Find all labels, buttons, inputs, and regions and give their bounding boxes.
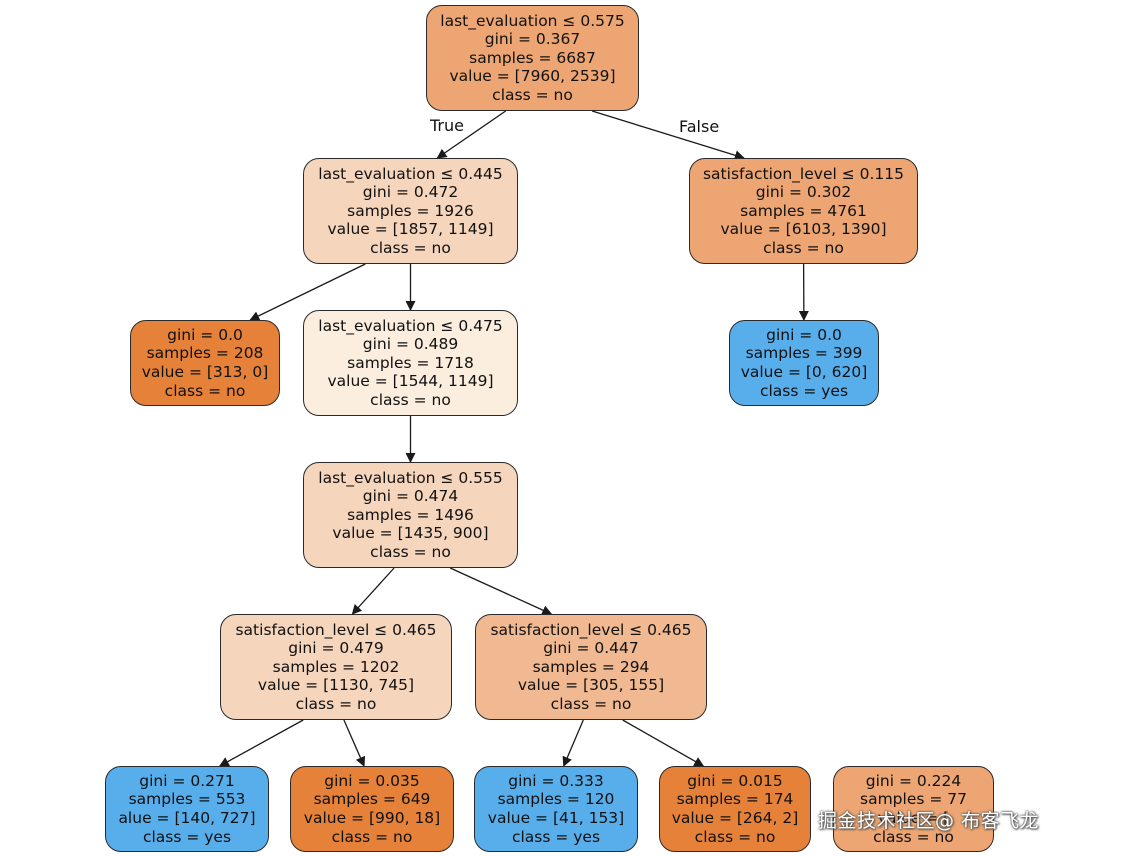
node-text-line: value = [1130, 745]: [257, 676, 415, 695]
tree-edge-arrow: [436, 110, 507, 159]
node-text-line: last_evaluation ≤ 0.445: [318, 164, 503, 183]
node-text-line: value = [7960, 2539]: [449, 67, 616, 86]
node-text-line: class = no: [873, 827, 954, 846]
edge-label-true: True: [430, 116, 464, 135]
node-text-line: gini = 0.035: [324, 771, 420, 790]
tree-edge-arrow: [591, 110, 745, 161]
node-text-line: class = no: [492, 85, 573, 104]
node-text-line: samples = 1496: [347, 505, 474, 524]
node-text-line: gini = 0.447: [543, 639, 639, 658]
node-text-line: samples = 553: [128, 790, 246, 809]
node-text-line: value = [990, 18]: [303, 809, 441, 827]
tree-edge-arrow: [449, 567, 553, 615]
watermark: 掘金技术社区@ 布客飞龙: [818, 810, 1040, 832]
node-text-line: last_evaluation ≤ 0.475: [318, 316, 503, 335]
node-text-line: samples = 294: [532, 657, 650, 676]
node-text-line: class = yes: [142, 827, 232, 846]
tree-edge-arrow: [249, 263, 366, 321]
node-text-line: class = yes: [759, 381, 849, 400]
node-text-line: samples = 1202: [272, 657, 400, 676]
node-text-line: gini = 0.0: [167, 325, 243, 344]
node-text-line: gini = 0.224: [865, 771, 962, 790]
tree-edge-arrow: [562, 719, 584, 767]
node-text-line: class = no: [763, 238, 844, 257]
node-text-line: gini = 0.479: [288, 639, 384, 658]
node-text-line: value = [0, 620]: [740, 363, 868, 381]
node-text-line: gini = 0.302: [755, 183, 852, 202]
node-text-line: satisfaction_level ≤ 0.115: [702, 164, 905, 183]
node-text-line: samples = 649: [313, 790, 431, 809]
node-text-line: class = no: [370, 238, 451, 257]
node-text-line: value = [6103, 1390]: [720, 220, 887, 239]
tree-edge-arrow: [622, 719, 705, 767]
node-text-line: class = yes: [511, 827, 601, 846]
node-text-line: gini = 0.0: [766, 325, 842, 344]
tree-edge-arrow: [343, 719, 366, 767]
node-text-line: value = [305, 155]: [517, 676, 665, 695]
node-text-line: value = [313, 0]: [141, 363, 269, 381]
node-text-line: class = no: [370, 390, 451, 409]
node-text-line: alue = [140, 727]: [118, 809, 256, 827]
node-text-line: satisfaction_level ≤ 0.465: [490, 620, 692, 639]
node-text-line: samples = 399: [745, 344, 863, 363]
node-text-line: samples = 174: [676, 790, 794, 809]
node-text-line: gini = 0.367: [484, 30, 581, 49]
node-text-line: gini = 0.489: [362, 335, 459, 354]
node-text-line: last_evaluation ≤ 0.555: [318, 468, 503, 487]
node-text-line: gini = 0.474: [362, 487, 459, 506]
node-text-line: samples = 208: [146, 344, 264, 363]
node-text-line: samples = 1926: [347, 201, 474, 220]
node-text-line: class = no: [331, 827, 413, 846]
node-text-line: class = no: [550, 694, 632, 713]
node-text-line: value = [1544, 1149]: [327, 372, 494, 391]
node-text-line: gini = 0.333: [508, 771, 604, 790]
node-text-line: gini = 0.271: [139, 771, 235, 790]
node-text-line: samples = 77: [860, 790, 967, 809]
edge-label-false: False: [679, 117, 720, 136]
node-text-line: value = [264, 2]: [671, 809, 799, 827]
node-text-line: samples = 1718: [347, 353, 474, 372]
tree-edge-arrow: [351, 567, 395, 615]
tree-edge-arrow: [218, 719, 304, 767]
node-text-line: class = no: [164, 381, 246, 400]
node-text-line: last_evaluation ≤ 0.575: [440, 11, 625, 30]
node-text-line: gini = 0.015: [687, 771, 783, 790]
node-text-line: samples = 4761: [740, 201, 867, 220]
node-text-line: satisfaction_level ≤ 0.465: [235, 620, 437, 639]
node-text-line: value = [1857, 1149]: [327, 220, 494, 239]
node-text-line: samples = 120: [497, 790, 615, 809]
node-text-line: value = [: [877, 809, 950, 827]
node-text-line: gini = 0.472: [362, 183, 459, 202]
node-text-line: class = no: [295, 694, 377, 713]
node-text-line: class = no: [370, 542, 451, 561]
node-text-line: value = [41, 153]: [487, 809, 625, 827]
node-text-line: value = [1435, 900]: [332, 524, 489, 543]
node-text-line: samples = 6687: [469, 48, 596, 67]
node-text-line: class = no: [694, 827, 776, 846]
